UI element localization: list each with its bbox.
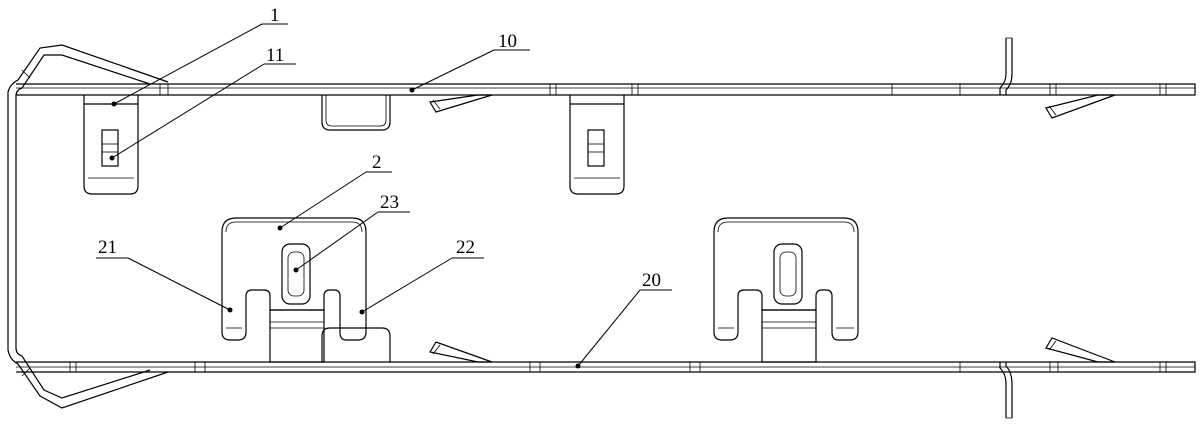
top-rail [16,83,1196,96]
label-21: 21 [98,237,117,258]
bottom-angled-tab-right [1045,337,1116,363]
lower-bracket-right-foot [761,309,817,363]
callout-21: 21 [96,237,233,313]
callout-22: 22 [359,237,484,315]
label-22: 22 [456,237,475,258]
bottom-joggle-tab [999,362,1013,419]
label-23: 23 [380,192,399,213]
callout-2: 2 [277,152,392,231]
top-angled-tab-right [1045,94,1116,119]
top-rail-ticks [159,84,1167,95]
top-angled-tab-left [429,94,493,113]
callout-10: 10 [409,31,530,93]
label-1: 1 [270,5,280,26]
callout-23: 23 [293,192,410,273]
label-10: 10 [498,31,517,52]
bottom-rail-ticks [69,362,1167,372]
label-20: 20 [642,270,661,291]
upper-tab [321,95,391,131]
label-11: 11 [266,45,284,66]
top-joggle-tab [999,37,1013,95]
lower-bracket-left [221,217,367,341]
left-end-frame [7,44,169,409]
label-2: 2 [372,152,382,173]
callout-20: 20 [575,270,672,369]
bottom-angled-tab-left [429,341,493,363]
lower-bracket-left-foot [269,309,391,363]
lower-bracket-right [713,217,859,341]
callout-11: 11 [109,45,296,161]
upper-clip-right [569,95,625,195]
callout-1: 1 [111,5,288,107]
upper-clip-left [83,95,139,195]
bottom-rail [16,361,1196,373]
